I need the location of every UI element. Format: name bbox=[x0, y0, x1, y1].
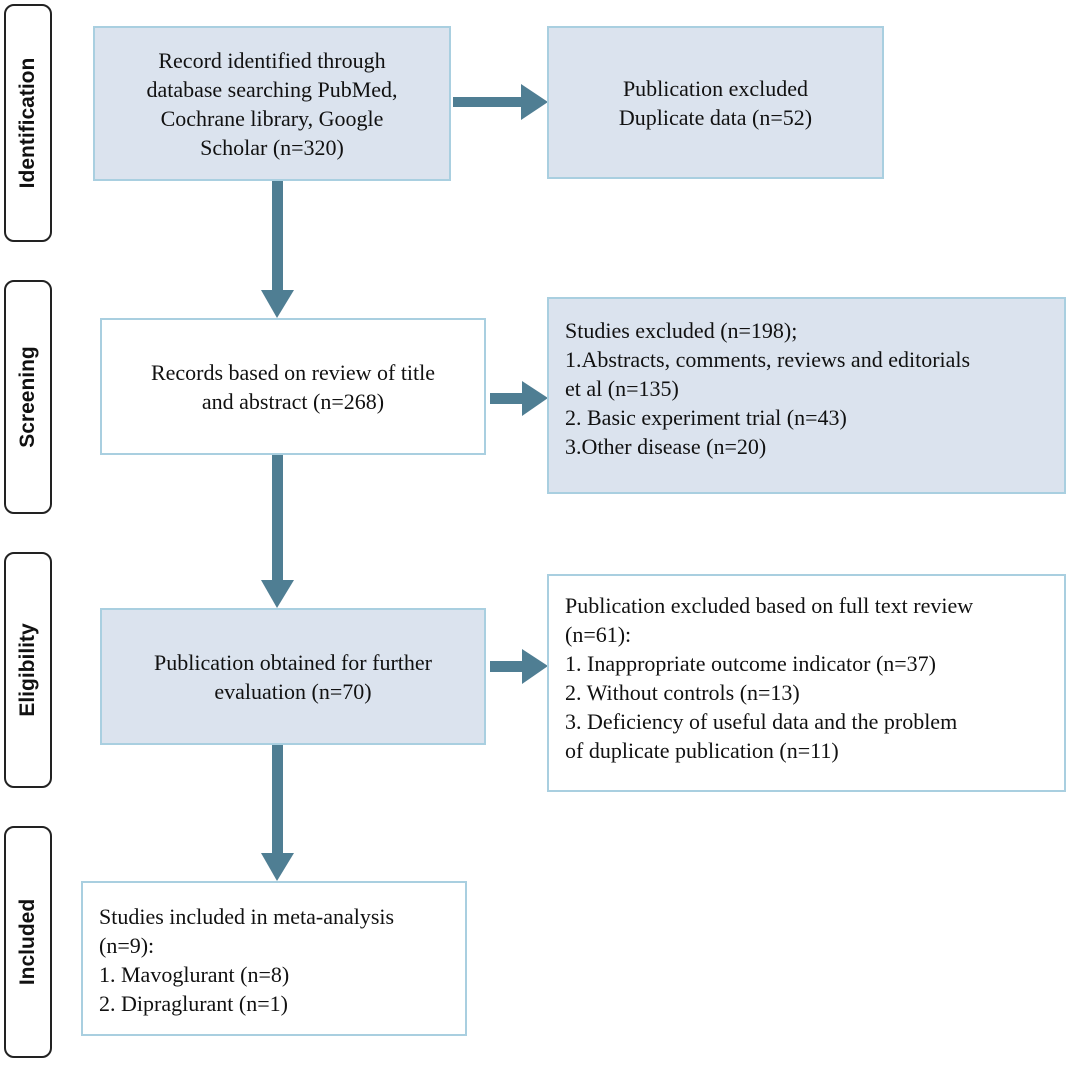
box-text-line: Duplicate data (n=52) bbox=[618, 104, 813, 130]
arrow-eligibility-to-included bbox=[272, 745, 283, 855]
box-excluded-full-text: Publication excluded based on full text … bbox=[547, 574, 1066, 792]
box-text-line: 2. Without controls (n=13) bbox=[565, 680, 800, 705]
box-text-line: 2. Dipraglurant (n=1) bbox=[99, 991, 288, 1016]
arrow-identification-to-screening bbox=[272, 180, 283, 292]
stage-label-eligibility: Eligibility bbox=[4, 552, 52, 788]
arrow-head bbox=[261, 580, 294, 608]
box-text-line: Records based on review of title bbox=[150, 359, 436, 385]
box-text-line: database searching PubMed, bbox=[146, 76, 398, 102]
arrow-screening-to-excluded bbox=[490, 393, 526, 404]
box-text-line: Publication excluded based on full text … bbox=[565, 593, 974, 618]
arrow-eligibility-to-excluded bbox=[490, 661, 526, 672]
box-full-text-assessed: Publication obtained for further evaluat… bbox=[100, 608, 486, 745]
arrow-identification-to-duplicates bbox=[453, 97, 525, 107]
box-text-line: Publication excluded bbox=[622, 75, 809, 101]
box-text-line: Studies excluded (n=198); bbox=[565, 318, 798, 343]
box-text-line: Record identified through bbox=[158, 47, 386, 73]
box-text-line: evaluation (n=70) bbox=[214, 678, 372, 704]
box-text-line: 3.Other disease (n=20) bbox=[565, 434, 767, 459]
box-text-line: 3. Deficiency of useful data and the pro… bbox=[565, 709, 958, 734]
arrow-head bbox=[521, 84, 548, 120]
box-text-line: 2. Basic experiment trial (n=43) bbox=[565, 405, 847, 430]
box-studies-included: Studies included in meta-analysis (n=9):… bbox=[81, 881, 467, 1036]
box-text-line: 1. Inappropriate outcome indicator (n=37… bbox=[565, 651, 937, 676]
arrow-screening-to-eligibility bbox=[272, 454, 283, 582]
arrow-head bbox=[261, 290, 294, 318]
box-records-screened: Records based on review of title and abs… bbox=[100, 318, 486, 455]
box-text-line: Publication obtained for further bbox=[154, 649, 432, 675]
stage-label-identification: Identification bbox=[4, 4, 52, 242]
box-text-line: Studies included in meta-analysis bbox=[99, 904, 395, 929]
box-text-line: (n=9): bbox=[99, 933, 155, 958]
box-text-line: of duplicate publication (n=11) bbox=[565, 738, 839, 763]
box-text-line: Scholar (n=320) bbox=[200, 134, 344, 160]
box-text-line: 1.Abstracts, comments, reviews and edito… bbox=[565, 347, 971, 372]
arrow-head bbox=[522, 649, 548, 684]
box-text-line: (n=61): bbox=[565, 622, 632, 647]
box-text-line: and abstract (n=268) bbox=[201, 388, 385, 414]
arrow-head bbox=[261, 853, 294, 881]
box-text-line: Cochrane library, Google bbox=[160, 105, 384, 131]
box-records-identified: Record identified through database searc… bbox=[93, 26, 451, 181]
box-excluded-duplicates: Publication excluded Duplicate data (n=5… bbox=[547, 26, 884, 179]
box-excluded-screening: Studies excluded (n=198); 1.Abstracts, c… bbox=[547, 297, 1066, 494]
stage-label-screening: Screening bbox=[4, 280, 52, 514]
stage-label-included: Included bbox=[4, 826, 52, 1058]
arrow-head bbox=[522, 381, 548, 416]
box-text-line: et al (n=135) bbox=[565, 376, 679, 401]
box-text-line: 1. Mavoglurant (n=8) bbox=[99, 962, 290, 987]
